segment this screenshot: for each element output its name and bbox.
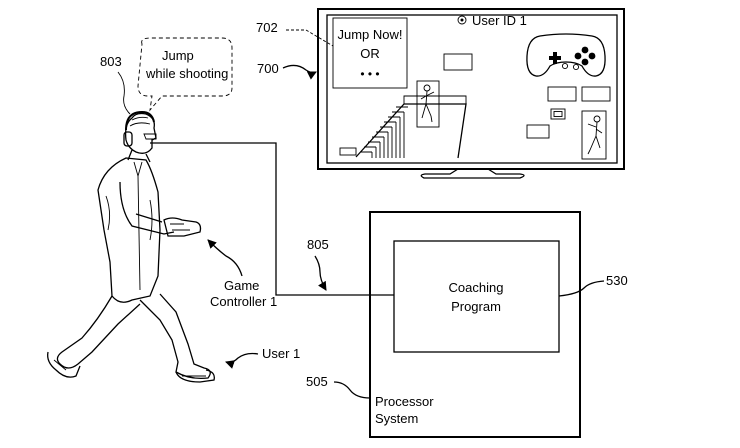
leader-702 [286, 29, 334, 47]
user-id-icon-dot [460, 18, 464, 22]
processor-system-box [369, 211, 581, 438]
processor-line-1: Processor [375, 394, 434, 409]
game-item-inner [553, 111, 563, 117]
leader-530 [558, 280, 605, 297]
coaching-program-box [393, 240, 560, 353]
processor-line-2: System [375, 411, 418, 426]
hint-box [332, 17, 408, 89]
monitor-stand [420, 168, 525, 179]
leader-user-1 [225, 352, 259, 369]
headphones-band [125, 110, 155, 131]
game-item [550, 108, 566, 120]
user-id-label: User ID 1 [472, 13, 527, 28]
left-shoe [47, 351, 81, 378]
game-staircase [355, 95, 467, 159]
user-1-label: User 1 [262, 346, 300, 361]
game-block-4 [339, 147, 357, 156]
ref-803: 803 [100, 54, 122, 69]
leader-505 [333, 381, 371, 399]
leader-805 [314, 255, 327, 291]
speech-line-2: while shooting [145, 66, 228, 81]
coaching-line-1: Coaching [449, 280, 504, 295]
user-id-icon [457, 15, 467, 25]
game-controller-in-hand [163, 217, 202, 237]
leader-game-controller [207, 239, 243, 277]
right-shoe [175, 369, 215, 383]
game-block-2 [581, 86, 611, 102]
leader-803 [117, 71, 131, 115]
ref-700: 700 [257, 61, 279, 76]
speech-line-1: Jump [162, 48, 194, 63]
connection-line [150, 142, 394, 296]
game-controller-line-2: Controller 1 [210, 294, 277, 309]
hint-line-2: OR [360, 46, 380, 61]
ref-805: 805 [307, 237, 329, 252]
ref-505: 505 [306, 374, 328, 389]
display-monitor: Jump Now! OR • • • User ID 1 [317, 8, 625, 179]
speech-bubble: Jump while shooting [137, 37, 233, 112]
game-controller-line-1: Game [224, 278, 259, 293]
player-character-on-stairs [416, 80, 440, 128]
leader-700 [282, 64, 317, 80]
monitor-screen [326, 14, 618, 164]
glasses [143, 133, 157, 140]
enemy-character [581, 110, 607, 160]
ref-702: 702 [256, 20, 278, 35]
user-figure [47, 110, 215, 383]
coaching-line-2: Program [451, 299, 501, 314]
ref-530: 530 [606, 273, 628, 288]
game-block-3 [526, 124, 550, 139]
game-platform-top [443, 53, 473, 71]
headphones-ear [123, 131, 133, 147]
processor-system: Coaching Program Processor System [369, 211, 581, 438]
monitor-frame [317, 8, 625, 170]
gamepad-icon [526, 33, 606, 77]
hint-line-3: • • • [360, 67, 379, 81]
hint-line-1: Jump Now! [337, 27, 402, 42]
game-block-1 [547, 86, 577, 102]
